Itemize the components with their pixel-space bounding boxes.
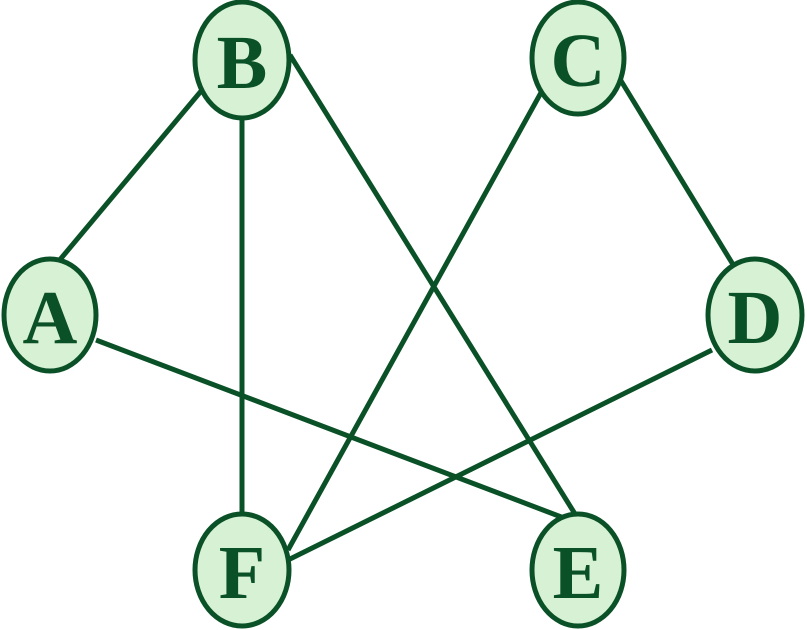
- node-circle-b: [192, 0, 292, 121]
- node-circle-e: [529, 511, 627, 629]
- node-label-e: E: [553, 531, 604, 615]
- node-label-a: A: [23, 276, 78, 360]
- node-circle-f: [192, 511, 292, 629]
- edge-c-f: [285, 78, 551, 552]
- node-label-c: C: [551, 19, 606, 103]
- edge-c-d: [609, 64, 743, 278]
- node-e: E: [529, 511, 627, 629]
- edge-d-f: [286, 347, 714, 563]
- node-label-d: D: [728, 276, 783, 360]
- node-label-b: B: [217, 21, 268, 105]
- node-c: C: [529, 0, 627, 117]
- node-f: F: [192, 511, 292, 629]
- node-circle-d: [705, 256, 805, 374]
- edge-a-b: [56, 76, 214, 264]
- node-b: B: [192, 0, 292, 121]
- edge-a-e: [95, 337, 586, 529]
- node-a: A: [1, 256, 99, 374]
- node-circle-a: [1, 256, 99, 374]
- node-circle-c: [529, 0, 627, 117]
- node-d: D: [705, 256, 805, 374]
- node-label-f: F: [219, 531, 265, 615]
